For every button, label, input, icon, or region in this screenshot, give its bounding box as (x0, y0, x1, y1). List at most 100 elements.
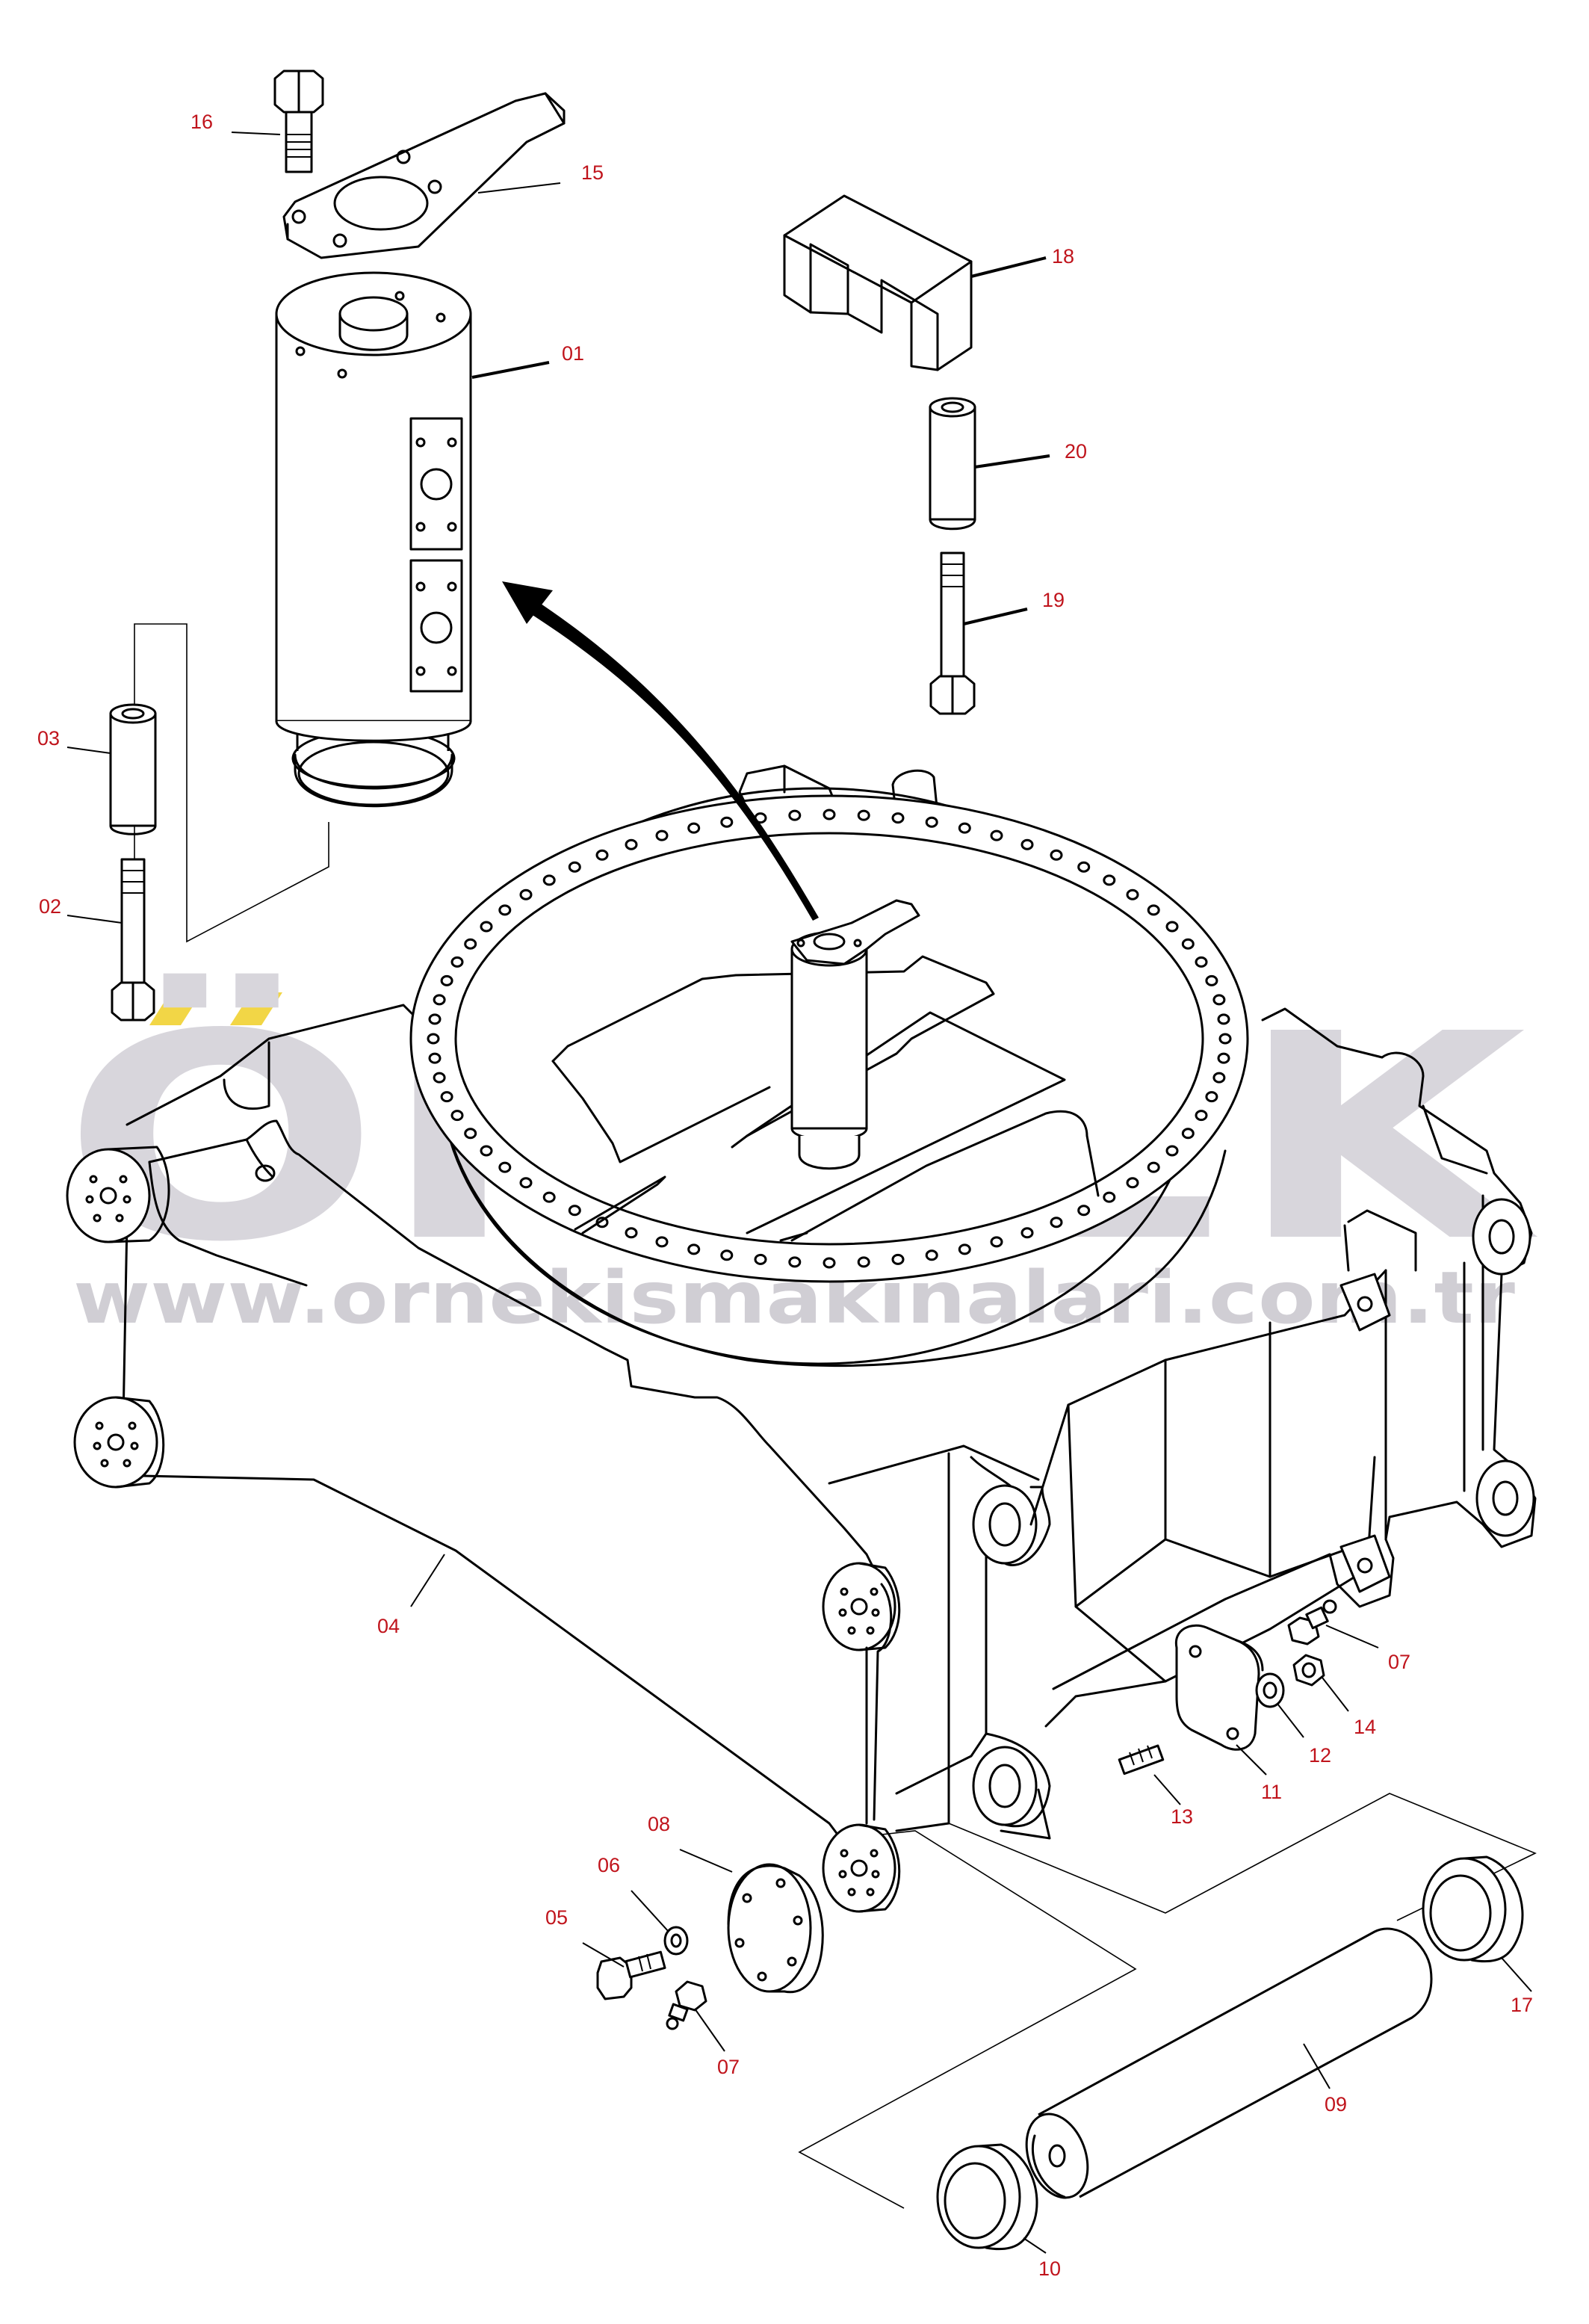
part-14-nut (1292, 1654, 1325, 1687)
label-10: 10 (1038, 2257, 1061, 2280)
ring-assembly (409, 764, 1249, 1367)
ring-bolt-hole (433, 1072, 446, 1084)
label-09: 09 (1325, 2093, 1347, 2116)
ring-bolt-hole (655, 1236, 669, 1248)
part-02-bolt (111, 858, 155, 1022)
part-19-bolt (929, 551, 976, 715)
ring-bolt-hole (925, 816, 938, 828)
ring-bolt-hole (595, 849, 609, 861)
ring-bolt-hole (1126, 889, 1139, 900)
part-09-pin (1025, 1927, 1433, 2199)
ring-bolt-hole (788, 1256, 802, 1268)
ring-bolt-hole (857, 809, 870, 821)
part-17-bushing (1422, 1855, 1524, 1963)
label-15: 15 (581, 161, 604, 184)
ring-bolt-holes (427, 809, 1232, 1269)
ring-bolt-hole (498, 1161, 512, 1173)
ring-bolt-hole (687, 1243, 701, 1255)
ring-bolt-hole (428, 1052, 442, 1064)
ring-bolt-hole (1181, 1128, 1195, 1140)
ring-bolt-hole (542, 874, 556, 886)
label-04: 04 (377, 1615, 400, 1637)
part-16-bolt (273, 69, 324, 173)
watermark-accent-right (230, 992, 282, 1025)
ring-bolt-hole (958, 1243, 971, 1255)
ring-bolt-hole (568, 861, 581, 873)
ring-bolt-hole (1205, 974, 1218, 986)
ring-bolt-hole (1020, 1227, 1034, 1239)
ring-bolt-hole (1195, 956, 1208, 968)
ring-bolt-hole (1103, 1191, 1116, 1203)
ring-bolt-hole (519, 1177, 533, 1189)
part-08-cover (727, 1863, 824, 1994)
ring-bolt-hole (480, 1145, 493, 1157)
ring-bolt-hole (1195, 1110, 1208, 1122)
part-11-cover (1174, 1624, 1264, 1751)
part-10-bushing (936, 2143, 1038, 2251)
leader-lines (66, 132, 1532, 2254)
label-11: 11 (1261, 1781, 1282, 1803)
ring-bolt-hole (568, 1205, 581, 1217)
ring-bolt-hole (925, 1249, 938, 1261)
reference-line-pin (948, 1793, 1537, 1921)
ring-bolt-hole (464, 1128, 477, 1140)
label-08: 08 (648, 1813, 670, 1835)
part-labels: 16 15 18 01 20 19 03 02 04 07 14 12 11 1… (37, 111, 1533, 2280)
ring-bolt-hole (655, 829, 669, 841)
label-05: 05 (545, 1906, 568, 1929)
ring-bolt-hole (1020, 838, 1034, 850)
part-07-grease-fitting-left (666, 1980, 707, 2030)
ring-bolt-hole (625, 1227, 638, 1239)
ring-bolt-hole (1126, 1177, 1139, 1189)
part-01-cylinder (275, 271, 472, 808)
label-07-right: 07 (1388, 1651, 1410, 1673)
part-05-bolt (596, 1950, 666, 2000)
ring-bolt-hole (891, 1253, 905, 1265)
label-12: 12 (1309, 1744, 1331, 1767)
ring-bolt-hole (788, 809, 802, 821)
label-18: 18 (1052, 245, 1074, 268)
ring-bolt-hole (498, 904, 512, 916)
ring-bolt-hole (1050, 849, 1063, 861)
label-19: 19 (1042, 589, 1065, 611)
watermark-accent-left (149, 992, 202, 1025)
ring-bolt-hole (1165, 1145, 1179, 1157)
label-16: 16 (191, 111, 213, 133)
label-07-left: 07 (717, 2056, 740, 2078)
ring-bolt-hole (625, 838, 638, 850)
label-20: 20 (1065, 440, 1087, 463)
ring-bolt-hole (428, 1013, 442, 1025)
label-13: 13 (1171, 1805, 1193, 1828)
label-03: 03 (37, 727, 60, 750)
ring-bolt-hole (440, 974, 453, 986)
ring-bolt-hole (1050, 1217, 1063, 1229)
ring-bolt-hole (450, 1110, 464, 1122)
part-06-washer (663, 1926, 689, 1956)
part-18-block (783, 194, 973, 371)
ring-bolt-hole (1165, 921, 1179, 933)
ring-bolt-hole (450, 956, 464, 968)
ring-bolt-hole (687, 822, 701, 834)
ring-bolt-hole (857, 1256, 870, 1268)
ring-bolt-hole (958, 822, 971, 834)
ring-bolt-hole (1205, 1091, 1218, 1103)
ring-bolt-hole (1077, 861, 1091, 873)
ring-bolt-hole (823, 809, 836, 820)
ring-bolt-hole (990, 829, 1003, 841)
ring-bolt-hole (754, 1253, 767, 1265)
ring-bolt-hole (1103, 874, 1116, 886)
ring-bolt-hole (440, 1091, 453, 1103)
ring-bolt-hole (480, 921, 493, 933)
ring-bolt-hole (1147, 1161, 1160, 1173)
part-20-spacer (929, 397, 976, 531)
label-06: 06 (598, 1854, 620, 1876)
ring-bolt-hole (464, 938, 477, 950)
part-07-grease-fitting-right (1287, 1599, 1337, 1645)
ring-bolt-hole (720, 1249, 734, 1261)
part-04-frame (66, 1004, 1537, 1913)
assembly-arrow (502, 581, 819, 921)
reference-line-pin-front (798, 1830, 1137, 2209)
ring-bolt-hole (542, 1191, 556, 1203)
label-02: 02 (39, 895, 61, 918)
ring-bolt-hole (990, 1236, 1003, 1248)
